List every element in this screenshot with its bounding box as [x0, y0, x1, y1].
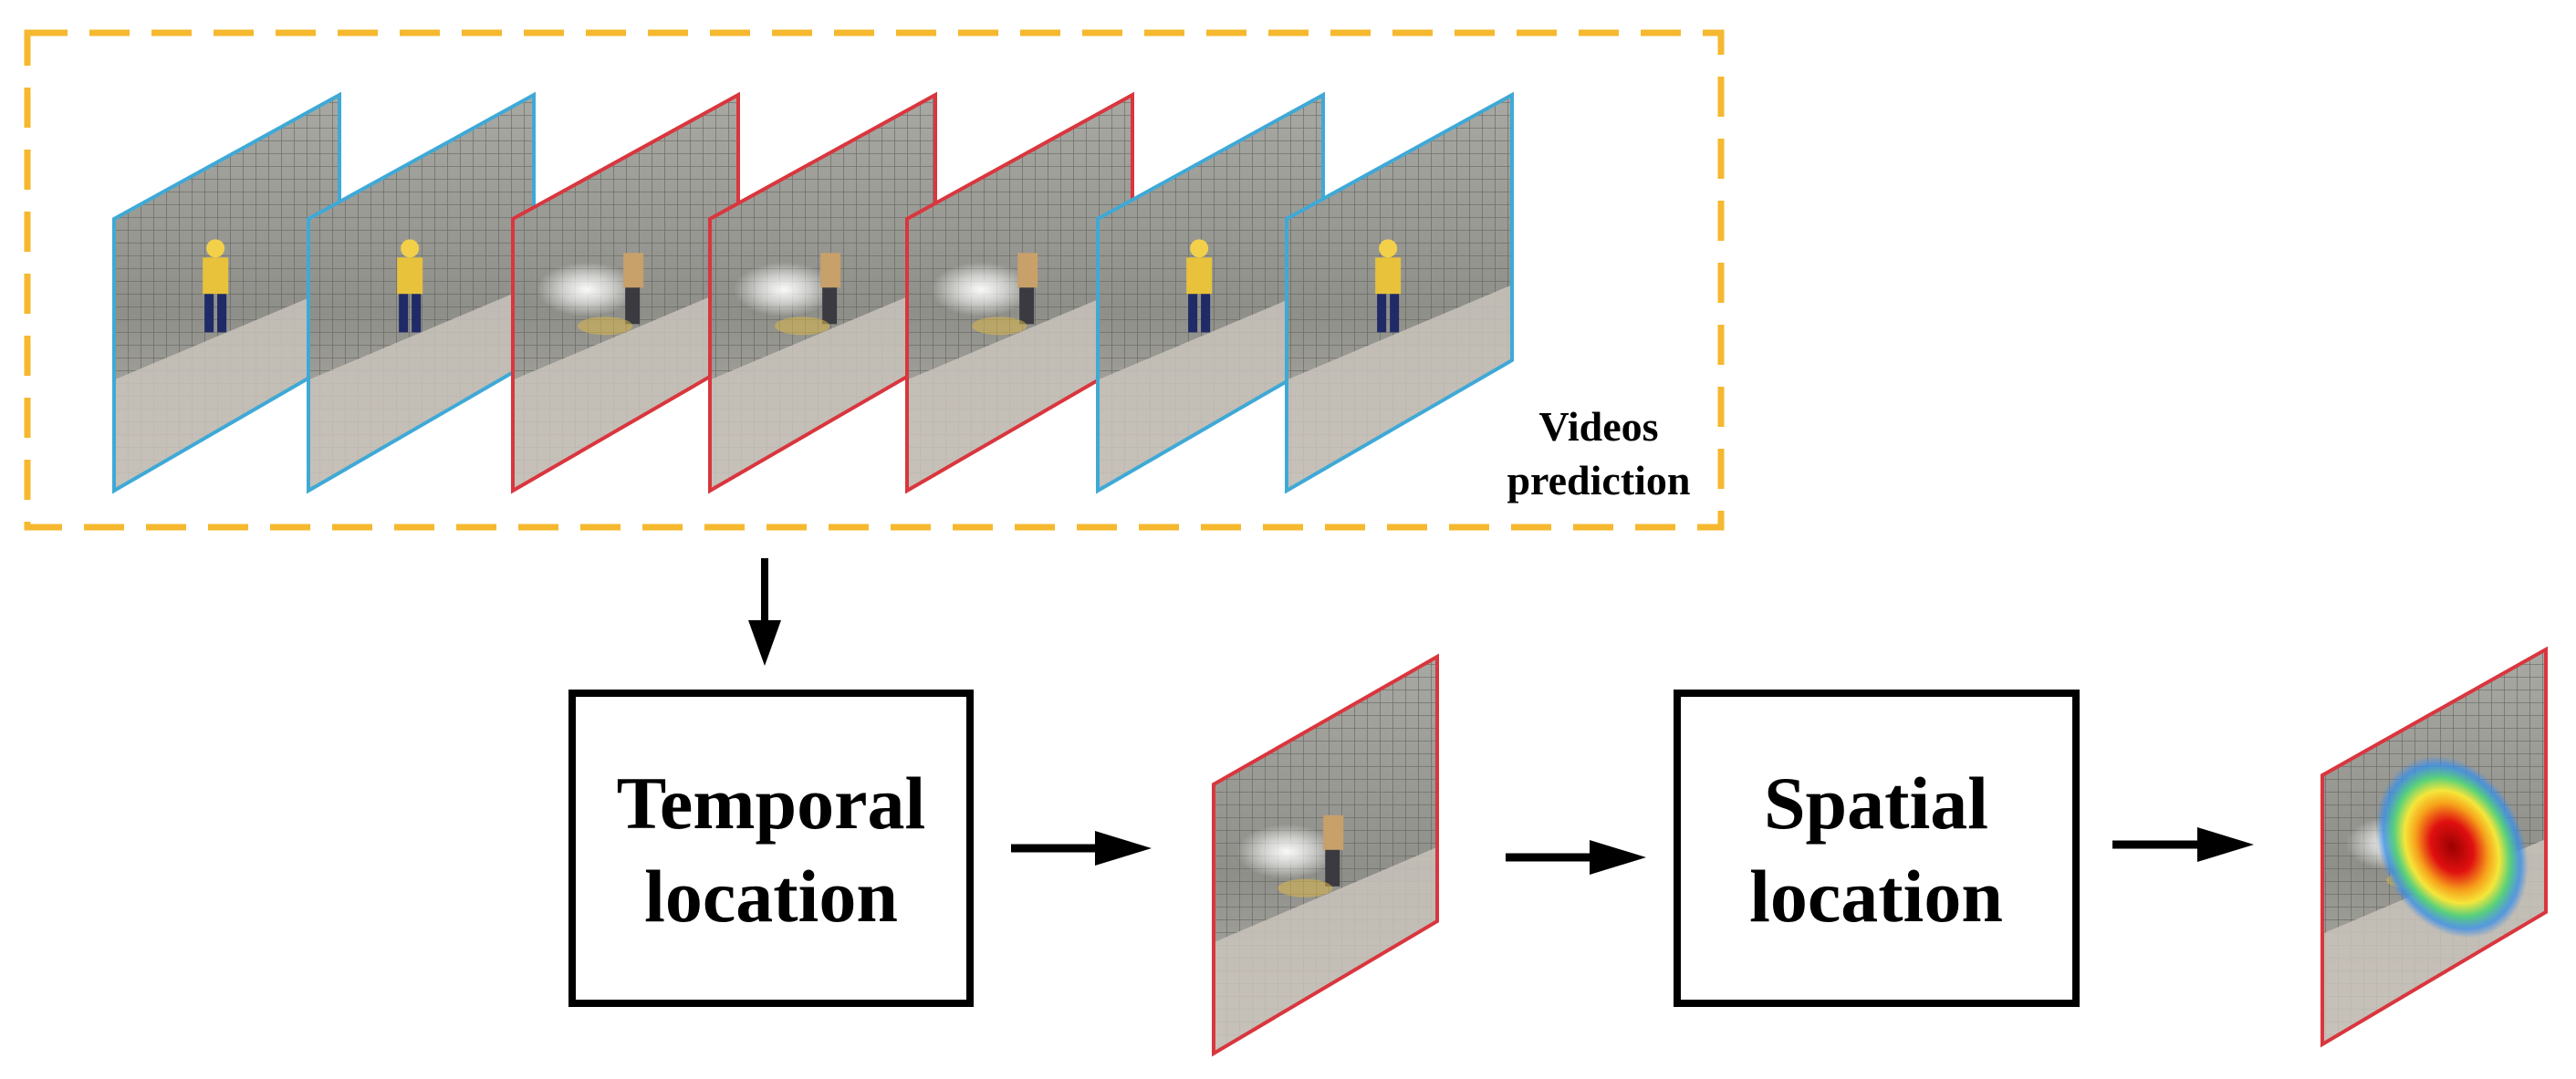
- spatial-frame-image: [2320, 646, 2548, 1048]
- spatial-label-line1: Spatial: [1764, 762, 1988, 845]
- video-prediction-group: [24, 29, 1725, 531]
- arrow-temporal-to-frame: [1011, 831, 1152, 866]
- video-frame-stack: [112, 91, 1514, 494]
- video-frame-3: [511, 91, 740, 494]
- down-arrow: [748, 558, 781, 666]
- video-frame-1: [112, 91, 341, 494]
- group-label-line1: Videos: [1538, 403, 1658, 450]
- temporal-label-line2: location: [644, 855, 898, 938]
- frame-border: [2320, 646, 2548, 1048]
- arrow-frame-to-spatial: [1506, 840, 1646, 875]
- frame-border: [1285, 91, 1514, 494]
- temporal-label-line1: Temporal: [617, 762, 926, 845]
- spatial-output-frame: [2320, 646, 2548, 1048]
- temporal-location-box: Temporal location: [568, 690, 974, 1007]
- video-frame-2: [307, 91, 536, 494]
- temporal-output-frame: [1212, 653, 1439, 1057]
- arrow-spatial-to-heatmap: [2112, 827, 2254, 862]
- spatial-label-line2: location: [1749, 855, 2003, 938]
- frame-border: [1212, 653, 1439, 1057]
- spatial-location-box: Spatial location: [1674, 690, 2080, 1007]
- temporal-frame-image: [1212, 653, 1439, 1057]
- video-frame-4: [708, 91, 937, 494]
- group-label-line2: prediction: [1507, 457, 1690, 503]
